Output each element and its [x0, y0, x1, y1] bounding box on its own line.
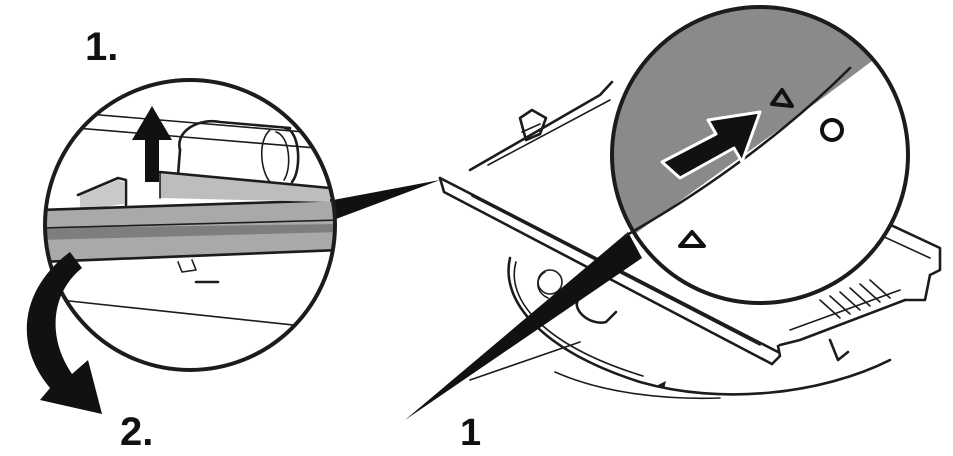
upper-triangle-icon — [770, 88, 794, 108]
rotate-arrow-icon — [26, 252, 102, 414]
step-2-label: 2. — [120, 410, 153, 451]
lift-arrow-icon — [132, 106, 172, 182]
leader-wedge-right — [405, 232, 642, 420]
lower-triangle-icon — [678, 230, 706, 248]
circle-outline-icon — [820, 118, 844, 142]
leader-wedge-left — [328, 180, 440, 222]
step-1-label: 1. — [85, 25, 118, 69]
push-arrow-icon — [660, 110, 762, 180]
detail-circle-right — [610, 5, 910, 305]
detail-circle-left — [43, 78, 337, 372]
callout-1-label: 1 — [460, 412, 481, 451]
